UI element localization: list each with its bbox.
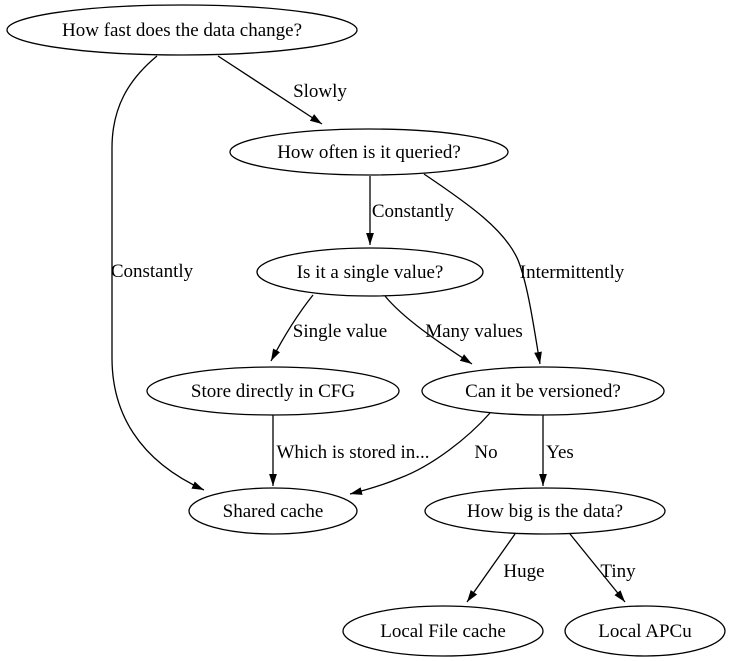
edge-layer bbox=[111, 55, 626, 603]
node-ellipse-how-fast bbox=[6, 4, 358, 56]
edge-label-layer: Slowly Constantly Constantly Intermitten… bbox=[111, 81, 636, 582]
node-label-how-big: How big is the data? bbox=[467, 501, 623, 522]
edge-how-big-to-local-file bbox=[466, 533, 516, 603]
edge-label-tiny: Tiny bbox=[600, 561, 636, 582]
node-store-cfg: Store directly in CFG bbox=[146, 366, 400, 416]
edge-versioned-to-shared-cache bbox=[349, 412, 491, 495]
node-single-value: Is it a single value? bbox=[256, 247, 484, 297]
node-label-local-file: Local File cache bbox=[380, 621, 506, 642]
edge-single-value-to-store-cfg bbox=[270, 294, 314, 362]
node-versioned: Can it be versioned? bbox=[421, 366, 665, 416]
edge-how-often-to-versioned bbox=[423, 173, 542, 365]
node-ellipse-how-often bbox=[229, 128, 509, 176]
edge-label-constantly-mid: Constantly bbox=[372, 201, 455, 222]
edge-how-fast-to-how-often bbox=[217, 55, 323, 125]
node-label-how-fast: How fast does the data change? bbox=[62, 20, 302, 41]
edge-label-no: No bbox=[474, 442, 497, 463]
edge-single-value-to-versioned bbox=[384, 295, 473, 365]
node-ellipse-how-big bbox=[424, 487, 666, 535]
node-ellipse-store-cfg bbox=[146, 366, 400, 416]
node-how-often: How often is it queried? bbox=[229, 128, 509, 176]
edge-label-intermittently: Intermittently bbox=[520, 262, 625, 283]
node-label-single-value: Is it a single value? bbox=[297, 262, 444, 283]
node-label-shared-cache: Shared cache bbox=[223, 501, 324, 522]
edge-label-constantly-left: Constantly bbox=[111, 261, 194, 282]
edge-how-fast-to-shared-cache bbox=[111, 55, 205, 491]
edge-label-single-value: Single value bbox=[293, 321, 387, 342]
node-label-how-often: How often is it queried? bbox=[277, 142, 461, 163]
edge-how-big-to-local-apcu bbox=[569, 533, 626, 603]
node-local-file: Local File cache bbox=[342, 605, 544, 657]
edge-label-huge: Huge bbox=[503, 561, 544, 582]
node-ellipse-versioned bbox=[421, 366, 665, 416]
node-label-versioned: Can it be versioned? bbox=[465, 381, 621, 402]
node-layer: How fast does the data change? How often… bbox=[6, 4, 726, 657]
node-label-store-cfg: Store directly in CFG bbox=[191, 381, 355, 402]
node-ellipse-local-file bbox=[342, 605, 544, 657]
node-label-local-apcu: Local APCu bbox=[598, 621, 692, 642]
node-how-fast: How fast does the data change? bbox=[6, 4, 358, 56]
node-how-big: How big is the data? bbox=[424, 487, 666, 535]
node-ellipse-single-value bbox=[256, 247, 484, 297]
edge-label-which-stored-in: Which is stored in... bbox=[276, 442, 429, 463]
edge-label-yes: Yes bbox=[546, 442, 574, 463]
node-ellipse-local-apcu bbox=[564, 605, 726, 657]
edge-label-many-values: Many values bbox=[425, 321, 523, 342]
node-shared-cache: Shared cache bbox=[188, 487, 358, 535]
edge-label-slowly: Slowly bbox=[293, 81, 347, 102]
node-ellipse-shared-cache bbox=[188, 487, 358, 535]
node-local-apcu: Local APCu bbox=[564, 605, 726, 657]
